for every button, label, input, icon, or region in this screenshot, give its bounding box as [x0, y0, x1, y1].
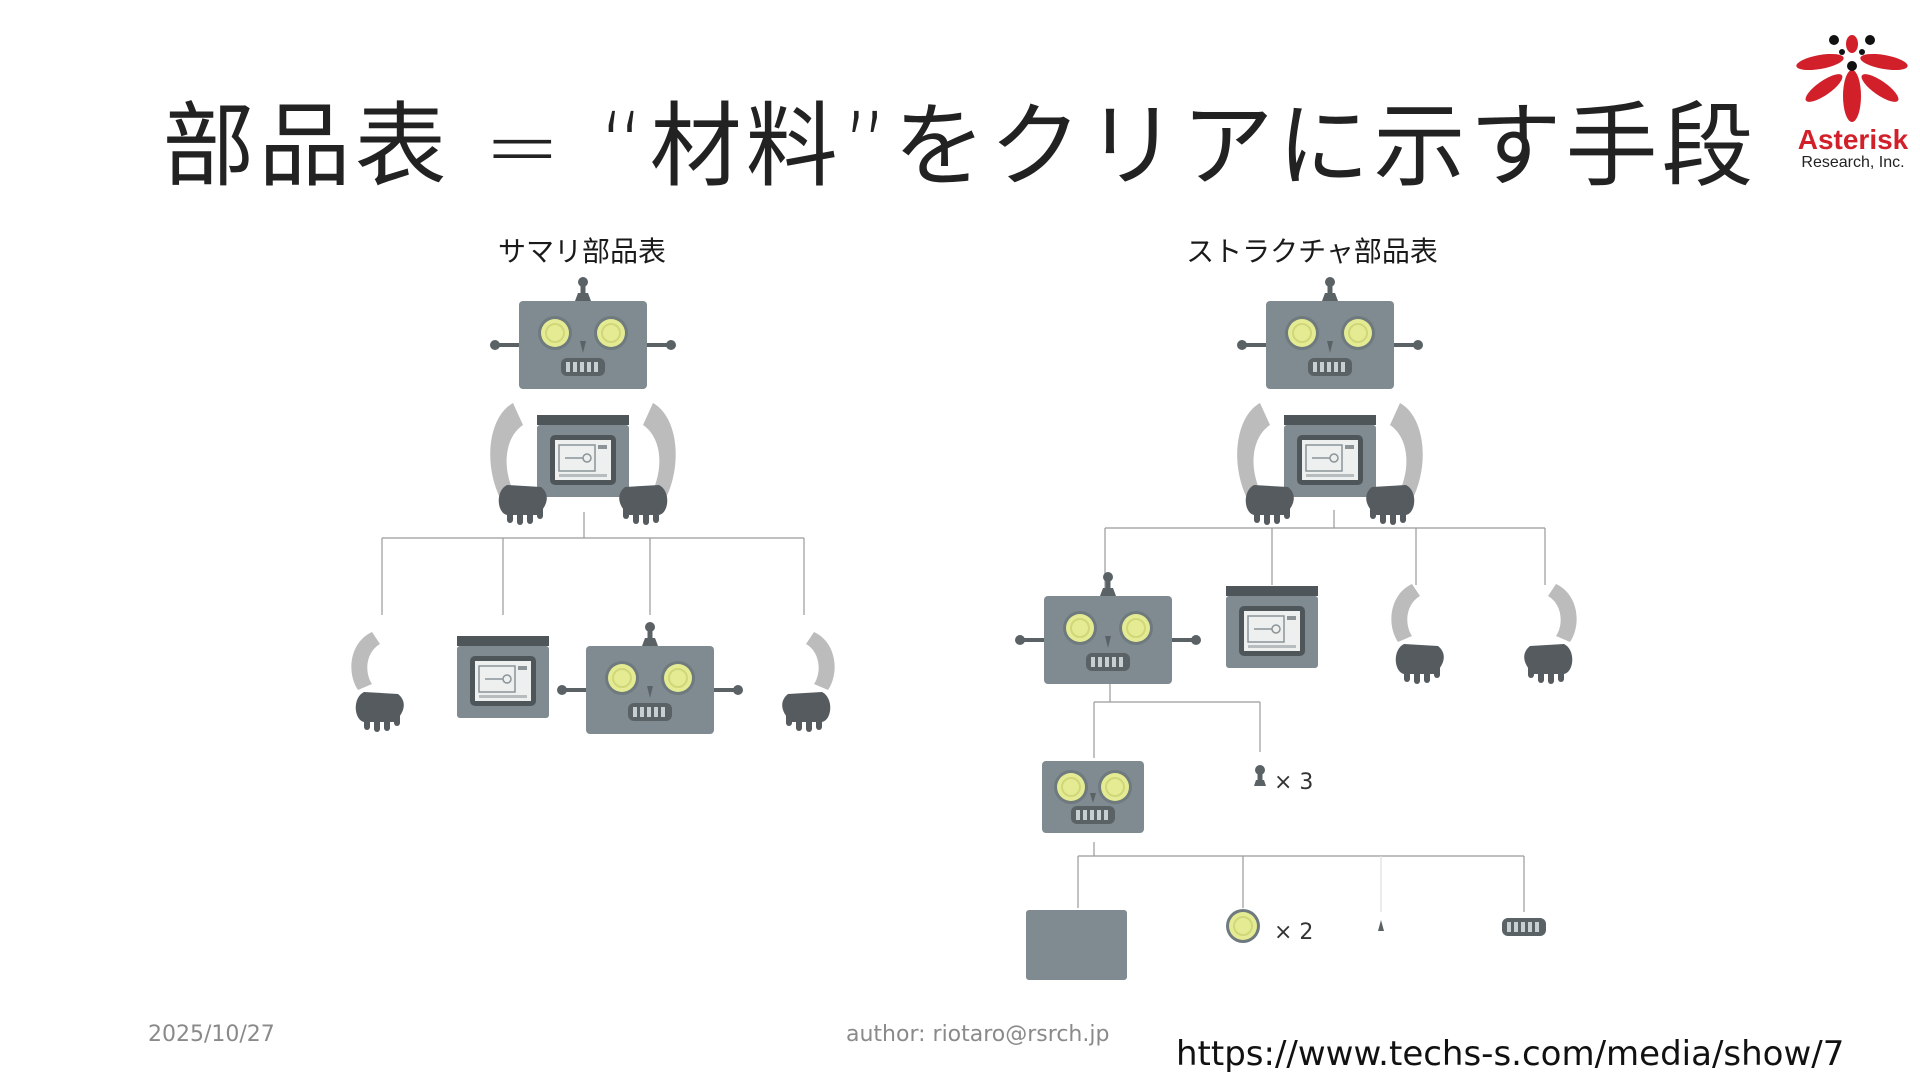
structure-head: [1015, 572, 1201, 684]
head-shell-with-face: [1042, 761, 1144, 833]
robot-full-structure: [1237, 277, 1423, 525]
part-right-arm: [782, 632, 835, 732]
robot-full-summary: [490, 277, 676, 525]
head-shell-part: [1026, 910, 1127, 980]
nose-part: [1378, 920, 1384, 931]
antenna-quantity: × 3: [1274, 770, 1314, 795]
asterisk-logo: [1796, 35, 1908, 122]
structure-bom-label: ストラクチャ部品表: [1186, 235, 1438, 268]
eye-part: [1225, 908, 1261, 944]
page-title: 部品表 = “材料”をクリアに示す手段: [162, 93, 1758, 200]
footer-url-link[interactable]: https://www.techs-s.com/media/show/7: [1176, 1034, 1845, 1074]
footer-author: author: riotaro@rsrch.jp: [846, 1022, 1110, 1047]
mouth-part: [1502, 918, 1546, 936]
structure-left-arm: [1391, 584, 1444, 684]
antenna-part: [1254, 765, 1266, 786]
eye-quantity: × 2: [1274, 920, 1314, 945]
structure-right-arm: [1524, 584, 1577, 684]
structure-body: [1225, 585, 1319, 669]
part-head: [557, 622, 743, 734]
summary-bom-label: サマリ部品表: [497, 235, 667, 268]
summary-tree-lines: [381, 512, 805, 615]
logo-subtitle: Research, Inc.: [1801, 154, 1905, 171]
part-body: [456, 635, 550, 719]
footer-date: 2025/10/27: [148, 1022, 275, 1047]
part-left-arm: [351, 632, 404, 732]
logo-text: Asterisk Research, Inc.: [1788, 124, 1918, 172]
logo-name: Asterisk: [1797, 124, 1909, 155]
structure-tree-lines: [1077, 510, 1546, 912]
